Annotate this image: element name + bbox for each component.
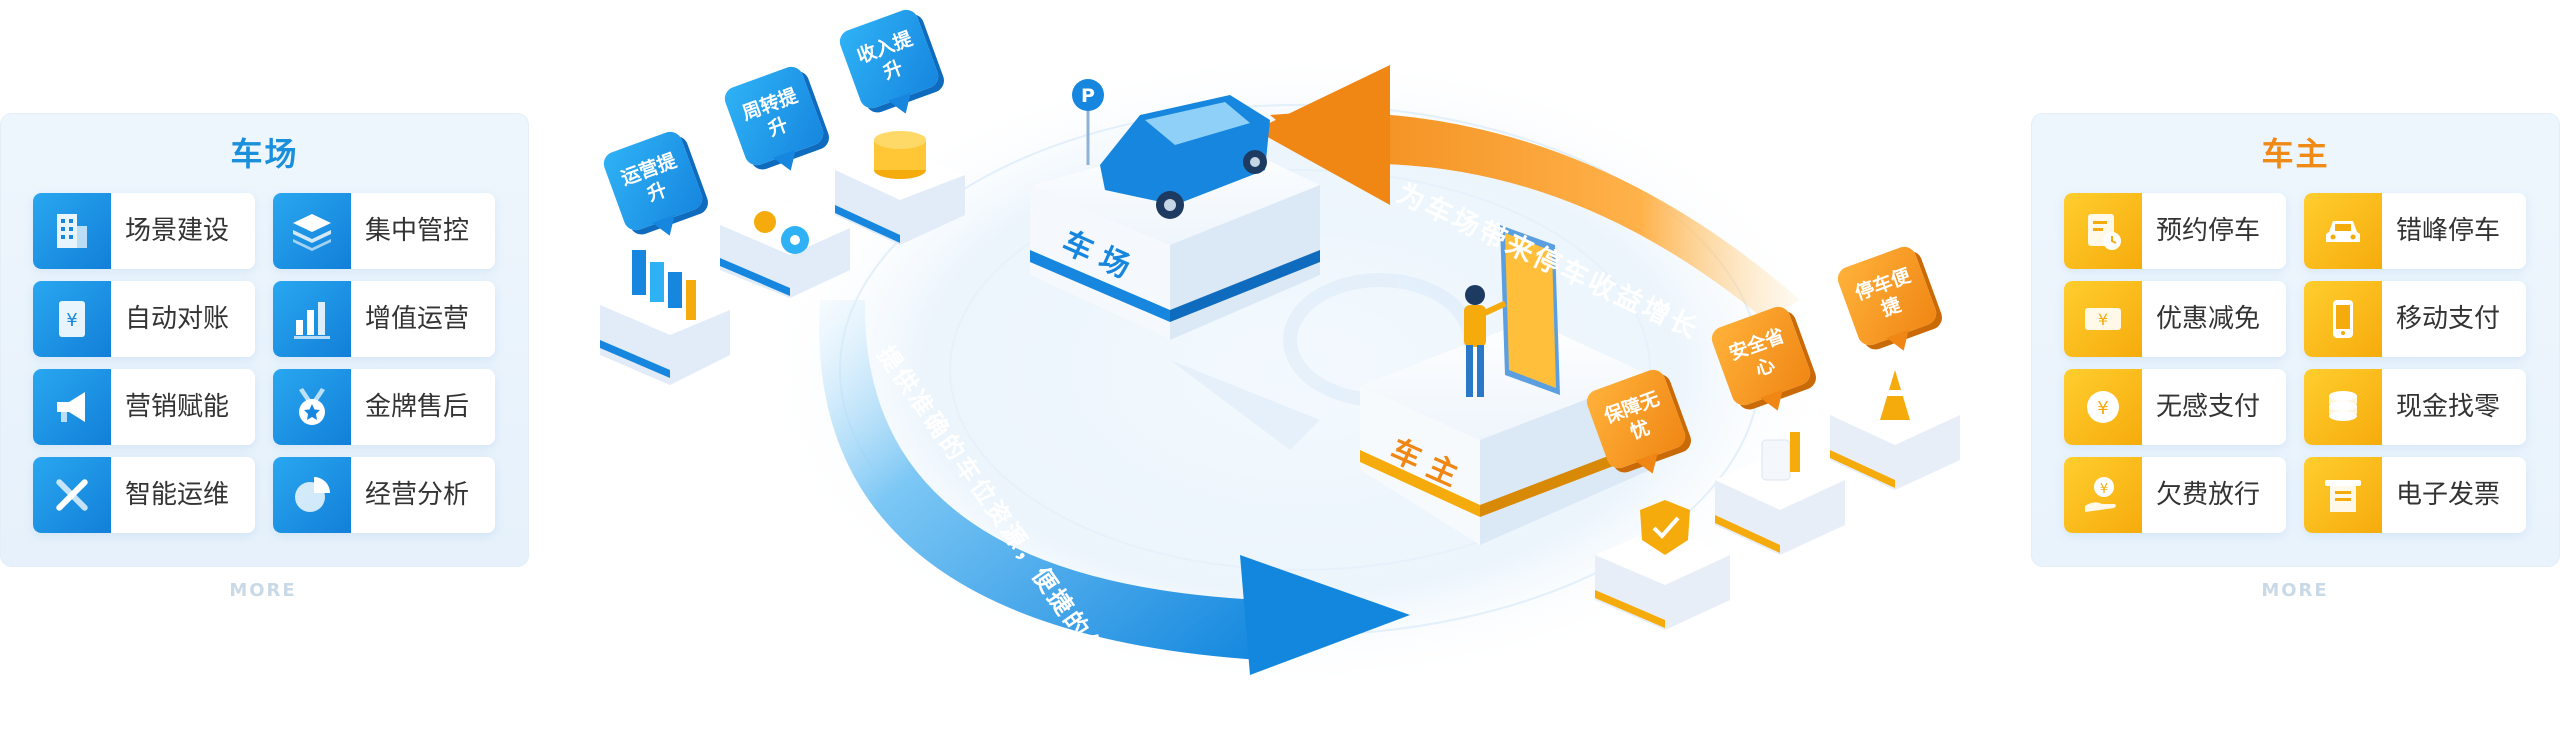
feature-card-label: 欠费放行 xyxy=(2156,480,2261,510)
parking-sign-letter: P xyxy=(1081,85,1095,107)
parking-lot-panel: 车场 场景建设 集中管控 ¥ 自动对账 增值运营 营销赋能 金牌售后 xyxy=(0,113,529,567)
ecosystem-diagram: P xyxy=(600,50,1960,690)
car-icon xyxy=(2304,193,2382,269)
feature-card-scene-building[interactable]: 场景建设 xyxy=(33,193,255,269)
bar-chart-icon xyxy=(273,281,351,357)
bubble-text: 安全省心 xyxy=(1726,324,1788,381)
feature-card-marketing[interactable]: 营销赋能 xyxy=(33,369,255,445)
feature-card-label: 预约停车 xyxy=(2156,216,2261,246)
parking-sign-icon: P xyxy=(1072,79,1104,165)
convenient-parking-block xyxy=(1830,370,1960,490)
feature-card-label: 移动支付 xyxy=(2396,304,2501,334)
feature-card-discount[interactable]: ¥ 优惠减免 xyxy=(2064,281,2286,357)
feature-card-label: 电子发票 xyxy=(2396,480,2501,510)
layers-icon xyxy=(273,193,351,269)
car-owner-panel-title: 车主 xyxy=(2261,135,2330,173)
megaphone-icon xyxy=(33,369,111,445)
orange-flow-arrow-head xyxy=(1255,65,1390,205)
feature-card-off-peak-parking[interactable]: 错峰停车 xyxy=(2304,193,2526,269)
feature-card-label: 自动对账 xyxy=(125,304,230,334)
bubble-text: 保障无忧 xyxy=(1601,387,1663,444)
feature-card-contactless-payment[interactable]: ¥ 无感支付 xyxy=(2064,369,2286,445)
svg-text:¥: ¥ xyxy=(2098,310,2108,329)
mobile-phone-icon xyxy=(1500,225,1560,395)
feature-card-business-analysis[interactable]: 经营分析 xyxy=(273,457,495,533)
feature-card-label: 智能运维 xyxy=(125,480,230,510)
feature-card-label: 错峰停车 xyxy=(2396,216,2501,246)
svg-text:¥: ¥ xyxy=(66,310,77,331)
bubble-text: 周转提升 xyxy=(739,84,801,141)
feature-card-label: 场景建设 xyxy=(125,216,230,246)
blue-flow-arrow-head xyxy=(1240,555,1410,675)
feature-card-label: 集中管控 xyxy=(365,216,470,246)
peace-of-mind-block xyxy=(1715,432,1845,555)
feature-card-label: 现金找零 xyxy=(2396,392,2501,422)
feature-card-gold-service[interactable]: 金牌售后 xyxy=(273,369,495,445)
feature-card-label: 优惠减免 xyxy=(2156,304,2261,334)
feature-card-value-added-ops[interactable]: 增值运营 xyxy=(273,281,495,357)
phone-icon xyxy=(2304,281,2382,357)
coins-icon xyxy=(2304,369,2382,445)
orange-flow-arrow-body xyxy=(1270,112,1800,320)
feature-card-label: 增值运营 xyxy=(365,304,470,334)
svg-text:¥: ¥ xyxy=(2100,482,2108,497)
feature-card-auto-reconciliation[interactable]: ¥ 自动对账 xyxy=(33,281,255,357)
blue-flow-arrow-body xyxy=(819,300,1260,660)
invoice-icon xyxy=(2304,457,2382,533)
car-owner-panel: 车主 预约停车 错峰停车 ¥ 优惠减免 移动支付 ¥ 无感支付 现金找零 xyxy=(2031,113,2560,567)
bubble-text: 运营提升 xyxy=(618,149,680,206)
feature-card-cash-change[interactable]: 现金找零 xyxy=(2304,369,2526,445)
svg-text:¥: ¥ xyxy=(2097,398,2108,419)
reservation-icon xyxy=(2064,193,2142,269)
feature-card-arrears-release[interactable]: ¥ 欠费放行 xyxy=(2064,457,2286,533)
person-icon xyxy=(1464,285,1507,397)
right-more-link[interactable]: MORE xyxy=(2261,580,2329,601)
feature-card-label: 营销赋能 xyxy=(125,392,230,422)
coupon-icon: ¥ xyxy=(2064,281,2142,357)
operations-block xyxy=(600,250,730,385)
feature-card-label: 金牌售后 xyxy=(365,392,470,422)
feature-card-central-control[interactable]: 集中管控 xyxy=(273,193,495,269)
yen-coin-icon: ¥ xyxy=(2064,369,2142,445)
feature-card-smart-maintenance[interactable]: 智能运维 xyxy=(33,457,255,533)
feature-card-label: 无感支付 xyxy=(2156,392,2261,422)
car-icon xyxy=(1100,95,1270,219)
security-block xyxy=(1595,500,1730,630)
left-more-link[interactable]: MORE xyxy=(229,580,297,601)
revenue-block xyxy=(835,131,965,245)
bubble-text: 停车便捷 xyxy=(1852,264,1914,321)
car-owner-platform xyxy=(1360,320,1650,545)
tools-icon xyxy=(33,457,111,533)
feature-card-label: 经营分析 xyxy=(365,480,470,510)
ledger-icon: ¥ xyxy=(33,281,111,357)
bubble-text: 收入提升 xyxy=(854,27,916,84)
medal-icon xyxy=(273,369,351,445)
hand-coin-icon: ¥ xyxy=(2064,457,2142,533)
feature-card-mobile-payment[interactable]: 移动支付 xyxy=(2304,281,2526,357)
pie-chart-icon xyxy=(273,457,351,533)
parking-lot-panel-title: 车场 xyxy=(230,135,299,173)
building-icon xyxy=(33,193,111,269)
feature-card-reserved-parking[interactable]: 预约停车 xyxy=(2064,193,2286,269)
feature-card-e-invoice[interactable]: 电子发票 xyxy=(2304,457,2526,533)
turnover-block xyxy=(720,200,850,298)
